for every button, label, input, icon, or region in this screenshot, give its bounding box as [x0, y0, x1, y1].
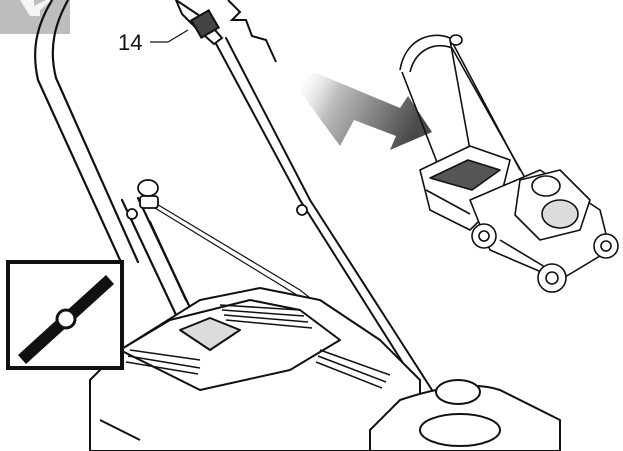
deck-vents	[125, 304, 391, 389]
direction-arrow-icon	[296, 72, 432, 150]
mower-deck	[89, 287, 561, 451]
callout-number: 14	[118, 30, 142, 55]
handle-knob	[126, 179, 308, 220]
blade-symbol-panel	[6, 260, 124, 370]
step-tab	[0, 0, 70, 34]
mower-overview	[399, 34, 619, 293]
callout-14: 14	[118, 29, 189, 55]
brake-lever	[174, 0, 277, 63]
